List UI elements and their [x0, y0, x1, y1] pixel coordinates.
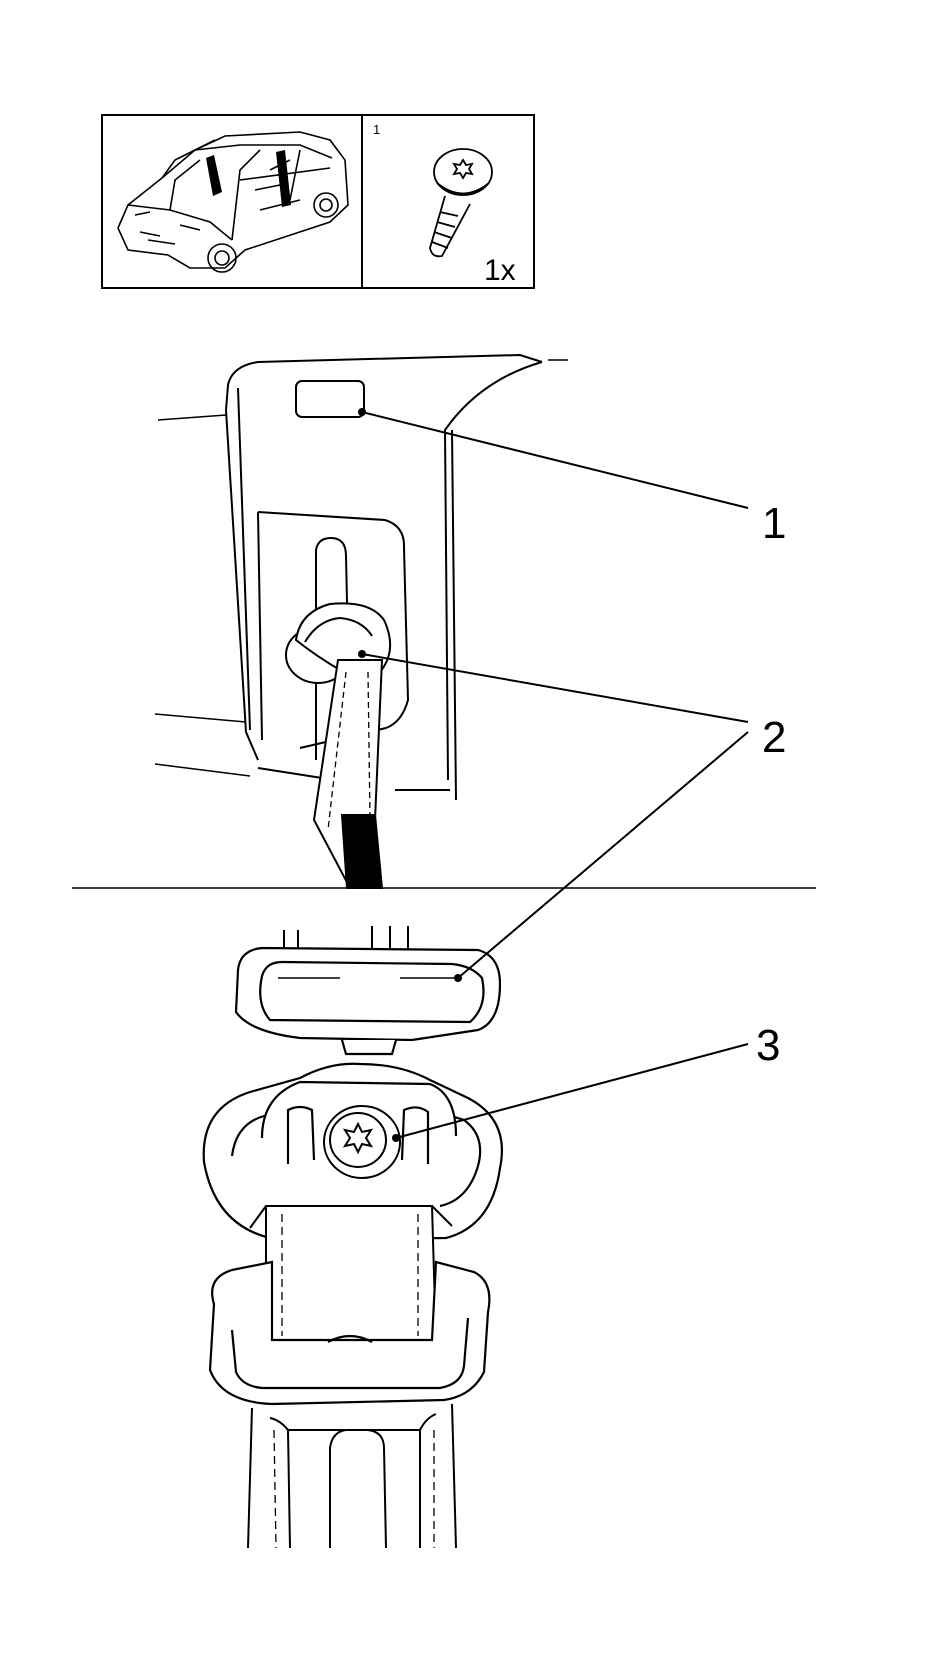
callout-dots: [358, 408, 462, 1142]
car-body-locator-icon: [117, 131, 349, 273]
callout-2: 2: [762, 713, 786, 762]
b-pillar-trim: [154, 353, 568, 801]
belt-strap-upper: [312, 659, 384, 889]
car-pillar-highlight: [206, 150, 291, 207]
header-panel: [101, 114, 535, 289]
upper-anchor-cover: [285, 602, 391, 684]
callout-3: 3: [756, 1021, 780, 1070]
callout-1: 1: [762, 499, 786, 548]
retaining-screw-torx: [323, 1105, 401, 1179]
belt-guide-loop: [208, 1260, 491, 1406]
height-adjuster-cover: [234, 946, 502, 1056]
lower-rail: [247, 1403, 457, 1549]
torx-screw-icon: [429, 148, 493, 258]
callout-leaders: [361, 411, 749, 1139]
trim-label-window: [295, 380, 365, 418]
part-index-label: 1: [373, 122, 380, 137]
belt-strap-lower: [249, 1205, 453, 1343]
quantity-label: 1x: [484, 254, 516, 287]
